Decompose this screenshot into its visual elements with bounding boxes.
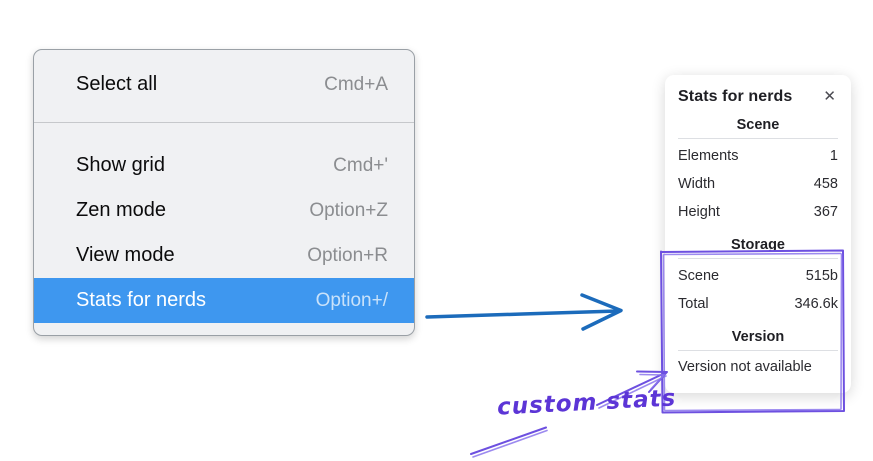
- version-status-text: Version not available: [678, 359, 812, 375]
- stat-value: 367: [813, 204, 838, 220]
- section-heading-scene: Scene: [736, 117, 780, 133]
- menu-item-label: Show grid: [76, 154, 165, 176]
- stat-row-height: Height 367: [678, 198, 838, 226]
- context-menu: Select all Cmd+A Show grid Cmd+' Zen mod…: [33, 49, 415, 336]
- stat-label: Elements: [678, 148, 739, 164]
- menu-item-zen-mode[interactable]: Zen mode Option+Z: [34, 188, 414, 233]
- menu-item-label: Stats for nerds: [76, 289, 207, 311]
- section-divider: [678, 138, 838, 139]
- menu-item-label: Select all: [76, 73, 158, 95]
- menu-item-shortcut: Cmd+': [333, 154, 388, 176]
- menu-item-view-mode[interactable]: View mode Option+R: [34, 233, 414, 278]
- custom-stats-label: custom stats: [496, 385, 677, 421]
- stat-value: 458: [813, 176, 838, 192]
- stat-row-total-size: Total 346.6k: [678, 290, 838, 318]
- stat-value: 346.6k: [794, 296, 838, 312]
- menu-item-label: Zen mode: [76, 199, 167, 221]
- section-divider: [678, 258, 838, 259]
- stats-panel-header: Stats for nerds ✕: [678, 87, 838, 106]
- section-divider: [678, 350, 838, 351]
- stat-value: 515b: [805, 268, 838, 284]
- menu-item-shortcut: Option+Z: [309, 199, 388, 221]
- menu-item-label: View mode: [76, 244, 175, 266]
- menu-item-shortcut: Option+R: [307, 244, 388, 266]
- close-icon[interactable]: ✕: [823, 88, 836, 105]
- section-heading-version: Version: [731, 329, 785, 345]
- menu-to-panel-arrow: [425, 293, 623, 331]
- stat-label: Total: [678, 296, 709, 312]
- menu-item-shortcut: Cmd+A: [324, 73, 388, 95]
- menu-item-shortcut: Option+/: [315, 289, 388, 311]
- menu-item-stats-for-nerds[interactable]: Stats for nerds Option+/: [34, 278, 414, 323]
- menu-item-select-all[interactable]: Select all Cmd+A: [34, 62, 414, 107]
- stat-label: Scene: [678, 268, 720, 284]
- stat-row-elements: Elements 1: [678, 142, 838, 170]
- stat-label: Height: [678, 204, 720, 220]
- stat-label: Width: [678, 176, 716, 192]
- stat-row-scene-size: Scene 515b: [678, 262, 838, 290]
- stat-value: 1: [829, 148, 838, 164]
- stat-row-width: Width 458: [678, 170, 838, 198]
- menu-item-show-grid[interactable]: Show grid Cmd+': [34, 143, 414, 188]
- section-heading-storage: Storage: [731, 237, 785, 253]
- stats-panel: Stats for nerds ✕ Scene Elements 1 Width…: [665, 75, 851, 393]
- menu-divider: [34, 122, 414, 123]
- stats-panel-title: Stats for nerds: [678, 87, 793, 105]
